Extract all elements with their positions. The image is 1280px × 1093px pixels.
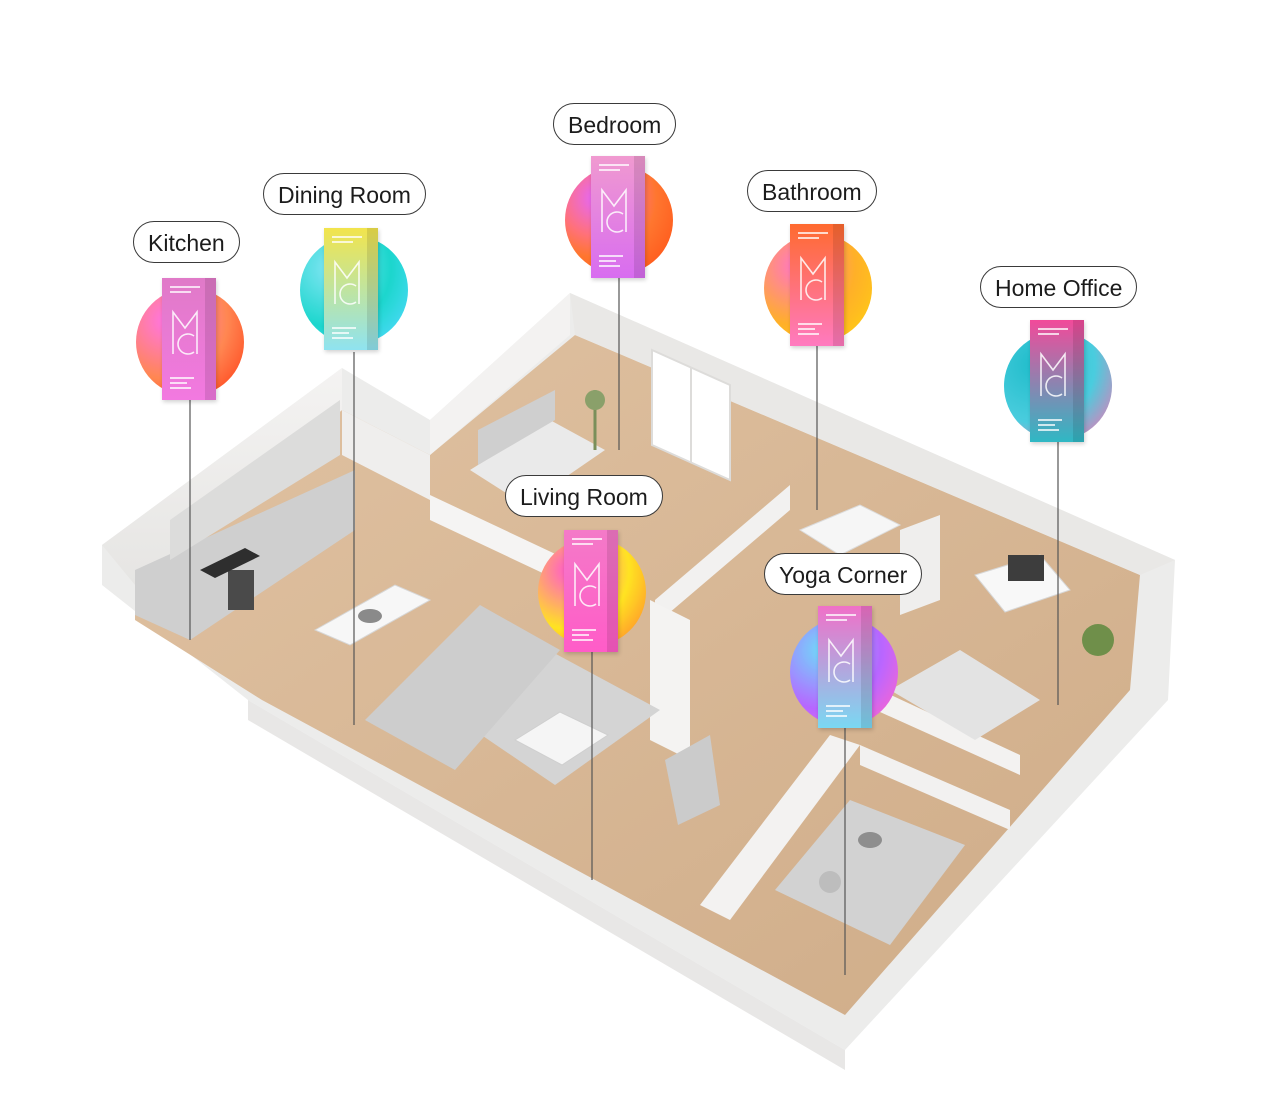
box-footer-lines	[798, 323, 828, 338]
room-label-kitchen[interactable]: Kitchen	[133, 221, 240, 263]
coffee-table	[513, 711, 610, 766]
product-box	[1030, 320, 1084, 442]
sofa	[365, 605, 560, 770]
oven	[228, 570, 254, 610]
product-box	[818, 606, 872, 728]
kitchen-upper-cabinets	[170, 400, 340, 560]
product-box	[324, 228, 378, 350]
box-text-lines	[572, 538, 602, 548]
room-label-yoga-corner[interactable]: Yoga Corner	[764, 553, 923, 595]
wall-office-corridor	[880, 690, 1020, 775]
armchair	[665, 735, 720, 825]
room-label-bedroom[interactable]: Bedroom	[553, 103, 677, 145]
room-label-dining-room[interactable]: Dining Room	[263, 173, 426, 215]
box-side-panel	[1073, 320, 1084, 442]
box-text-lines	[1038, 328, 1068, 338]
box-side-panel	[205, 278, 216, 400]
monitor	[1008, 555, 1044, 581]
front-outer-wall	[248, 700, 845, 1070]
yoga-bowl	[858, 832, 882, 848]
kitchen-back-wall	[102, 368, 342, 585]
brand-monogram-icon	[574, 561, 600, 607]
brand-monogram-icon	[334, 259, 360, 305]
room-label-home-office[interactable]: Home Office	[980, 266, 1138, 308]
box-footer-lines	[1038, 419, 1068, 434]
box-side-panel	[634, 156, 645, 278]
product-box	[790, 224, 844, 346]
box-side-panel	[607, 530, 618, 652]
brand-monogram-icon	[800, 255, 826, 301]
product-box	[564, 530, 618, 652]
office-plant	[1082, 624, 1114, 656]
wall-kitchen-living	[342, 410, 430, 500]
box-side-panel	[833, 224, 844, 346]
brand-monogram-icon	[828, 637, 854, 683]
box-text-lines	[599, 164, 629, 174]
headboard	[478, 390, 555, 465]
office-daybed	[890, 650, 1040, 740]
bed	[470, 420, 605, 505]
cooktop	[200, 548, 260, 578]
brand-monogram-icon	[172, 309, 198, 355]
room-label-living-room[interactable]: Living Room	[505, 475, 663, 517]
bedroom-back-wall	[430, 293, 570, 455]
box-footer-lines	[572, 629, 602, 644]
box-footer-lines	[332, 327, 362, 342]
bedroom-right-wall	[570, 293, 1175, 575]
product-box	[591, 156, 645, 278]
box-side-panel	[367, 228, 378, 350]
wall-bedroom-bath	[655, 485, 790, 625]
box-footer-lines	[826, 705, 856, 720]
box-text-lines	[170, 286, 200, 296]
box-footer-lines	[170, 377, 200, 392]
box-side-panel	[861, 606, 872, 728]
wall-living-bath	[650, 600, 690, 760]
room-label-bathroom[interactable]: Bathroom	[747, 170, 877, 212]
box-text-lines	[332, 236, 362, 246]
box-text-lines	[798, 232, 828, 242]
wall-yoga-living	[700, 735, 860, 920]
box-text-lines	[826, 614, 856, 624]
brand-monogram-icon	[601, 187, 627, 233]
yoga-mat	[775, 800, 965, 945]
bathtub	[798, 504, 902, 556]
wall-yoga-front	[860, 745, 1010, 830]
product-box	[162, 278, 216, 400]
box-footer-lines	[599, 255, 629, 270]
yoga-ball	[819, 871, 841, 893]
brand-monogram-icon	[1040, 351, 1066, 397]
